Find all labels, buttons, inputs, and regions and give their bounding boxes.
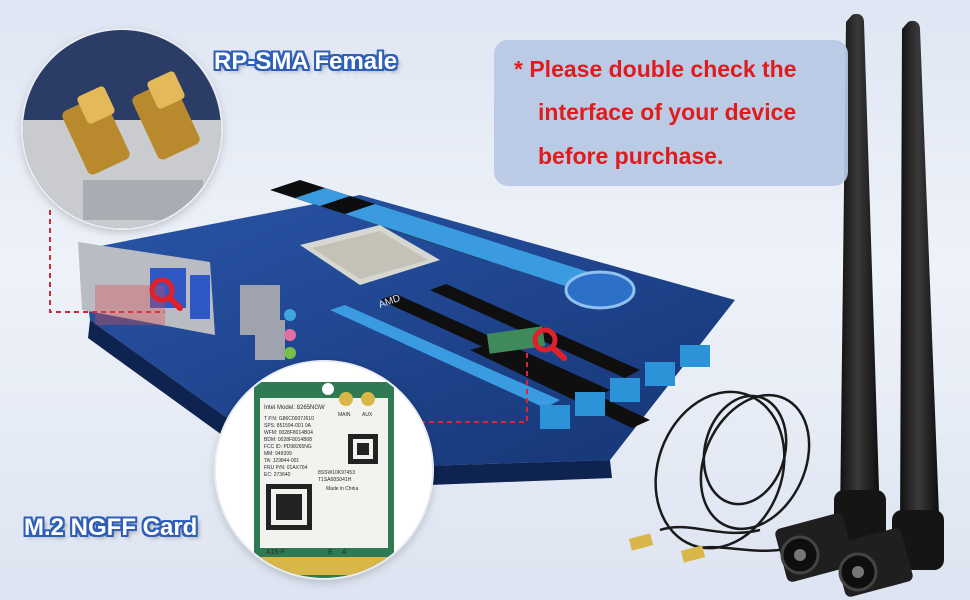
card-label: M.2 NGFF Card (24, 514, 198, 541)
pin-label: E (328, 549, 333, 556)
chipset-heatsink (564, 270, 636, 310)
connector-label: RP-SMA Female (214, 48, 398, 75)
notice-line: * Please double check the (514, 56, 797, 82)
connector-closeup (23, 30, 221, 228)
pigtail-cables (654, 390, 811, 553)
ram-slots (270, 180, 595, 286)
card-line: SPS: 851594-001 0A (264, 423, 312, 429)
card-line: FRU P/N: 01AX704 (264, 465, 308, 471)
card-serial: 8SSW10K97453 (318, 470, 355, 476)
main-label: MAIN (338, 412, 351, 418)
qr-code (348, 434, 378, 464)
card-line: FCC ID: PD98265NG (264, 444, 312, 450)
notice-line: before purchase. (538, 143, 724, 169)
purchase-notice (494, 40, 848, 186)
rp-sma-jack (62, 71, 200, 175)
card-serial: T1SA68S041H (318, 477, 352, 483)
notice-line: interface of your device (538, 99, 797, 125)
card-closeup-image: Intel Model: 8265NGW T P.N: G86C0007J610… (216, 362, 432, 578)
card-model: Intel Model: 8265NGW (264, 405, 325, 411)
magnifier-icon (532, 327, 567, 361)
sata-ports (540, 345, 710, 429)
magnifier-icon (149, 277, 183, 311)
card-line: TA: J29844-001 (264, 458, 299, 464)
card-line: BDM: 0028F8014B08 (264, 437, 312, 443)
sma-connectors (628, 533, 706, 563)
card-line: T P.N: G86C0007J610 (264, 416, 314, 422)
card-line: WFM: 0028F8014B04 (264, 430, 313, 436)
card-line: EC: 273640 (264, 472, 291, 478)
card-closeup: Intel Model: 8265NGW T P.N: G86C0007J610… (216, 362, 432, 578)
key-label: A16-F (266, 549, 285, 556)
guide-lines (49, 210, 528, 423)
wifi-card (254, 382, 394, 578)
card-line: MM: 949399 (264, 451, 292, 457)
cpu-socket (300, 225, 440, 285)
m2-slot-card (486, 326, 546, 354)
antenna-left (775, 13, 886, 582)
antenna-right (833, 20, 944, 597)
made-in-label: Made in China (326, 486, 358, 492)
pin-label: A (342, 549, 347, 556)
connector-closeup-image (23, 30, 221, 228)
data-matrix (266, 484, 312, 530)
aux-label: AUX (362, 412, 373, 418)
